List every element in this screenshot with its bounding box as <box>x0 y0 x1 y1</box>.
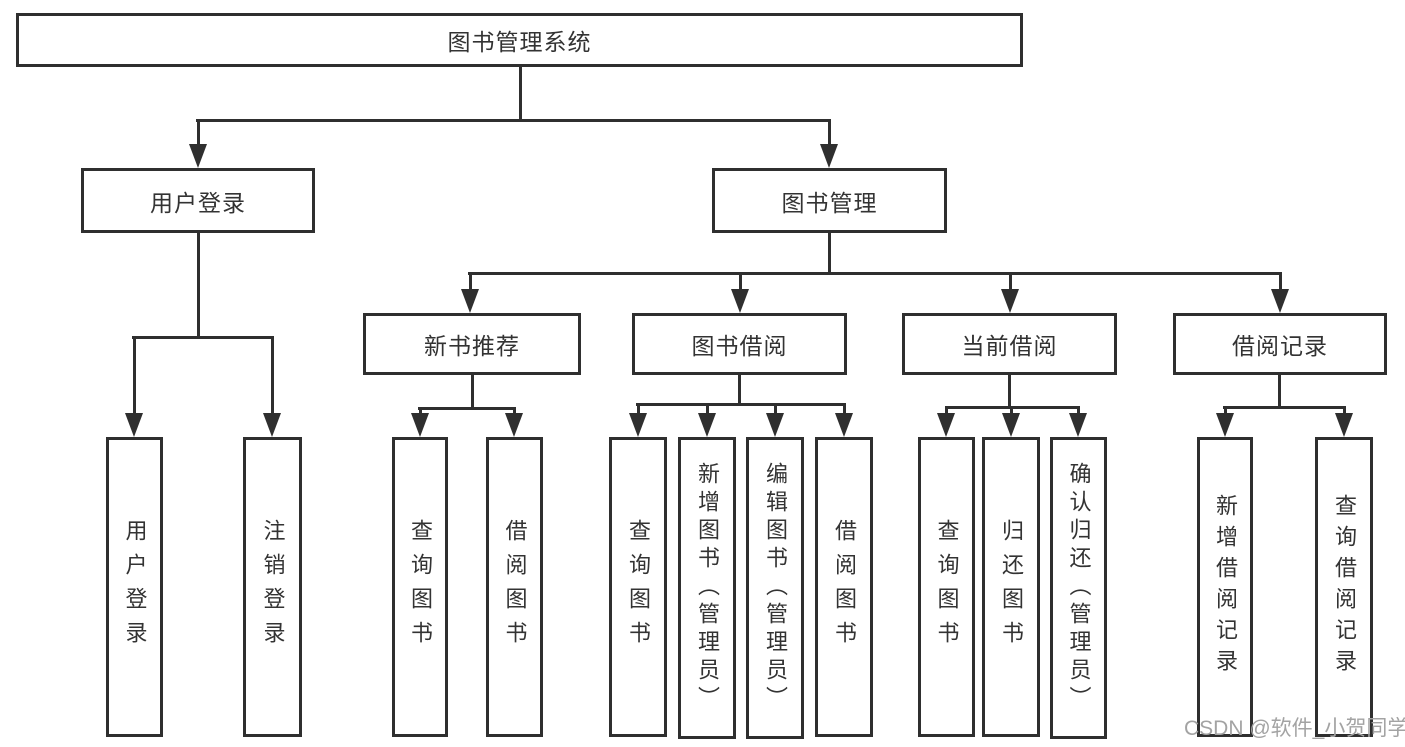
node-root-label: 图书管理系统 <box>447 29 592 55</box>
leaf-borrowing-borrow-books-label: 借阅图书 <box>832 519 857 655</box>
connector-to-borrowing-query <box>637 403 640 415</box>
leaf-recommend-query-books: 查询图书 <box>392 437 448 737</box>
connector-branch-level2 <box>196 119 831 122</box>
arrowhead-to-user-login <box>189 144 207 168</box>
leaf-confirm-return-admin: 确认归还（管理员） <box>1050 437 1107 739</box>
connector-to-new-book-recommend <box>469 272 472 290</box>
node-new-book-recommend: 新书推荐 <box>363 313 581 375</box>
leaf-logout-label: 注销登录 <box>260 519 286 655</box>
leaf-edit-books-admin: 编辑图书（管理员） <box>746 437 804 739</box>
leaf-recommend-borrow-books: 借阅图书 <box>486 437 543 737</box>
leaf-user-login: 用户登录 <box>106 437 163 737</box>
connector-recommend-stub <box>471 375 474 407</box>
connector-branch-borrowing <box>636 403 846 406</box>
connector-to-add-books <box>706 403 709 415</box>
arrowhead-to-borrowing-borrow <box>835 413 853 437</box>
node-book-borrowing-label: 图书借阅 <box>691 333 788 359</box>
leaf-borrowing-borrow-books: 借阅图书 <box>815 437 873 737</box>
connector-to-borrow-records <box>1279 272 1282 290</box>
node-root: 图书管理系统 <box>16 13 1023 67</box>
arrowhead-to-leaf-logout <box>263 413 281 437</box>
connector-branch-level3 <box>468 272 1282 275</box>
connector-root-stub <box>519 65 522 119</box>
connector-records-stub <box>1278 375 1281 406</box>
arrowhead-to-book-management <box>820 144 838 168</box>
arrowhead-to-current-borrowing <box>1001 289 1019 313</box>
leaf-recommend-query-books-label: 查询图书 <box>408 519 433 655</box>
leaf-edit-books-admin-label: 编辑图书（管理员） <box>763 462 788 714</box>
leaf-logout: 注销登录 <box>243 437 302 737</box>
node-borrow-records: 借阅记录 <box>1173 313 1387 375</box>
connector-to-confirm-return <box>1077 406 1080 415</box>
connector-to-user-login <box>197 119 200 147</box>
leaf-recommend-borrow-books-label: 借阅图书 <box>502 519 528 655</box>
arrowhead-to-leaf-user-login <box>125 413 143 437</box>
leaf-query-borrow-record-label: 查询借阅记录 <box>1332 494 1357 680</box>
connector-current-stub <box>1008 375 1011 406</box>
leaf-add-books-admin: 新增图书（管理员） <box>678 437 736 739</box>
node-current-borrowing-label: 当前借阅 <box>961 333 1058 359</box>
arrowhead-to-current-query <box>937 413 955 437</box>
leaf-add-books-admin-label: 新增图书（管理员） <box>695 462 720 714</box>
connector-to-edit-books <box>774 403 777 415</box>
connector-branch-records <box>1223 406 1346 409</box>
leaf-add-borrow-record: 新增借阅记录 <box>1197 437 1253 737</box>
connector-to-borrowing-borrow <box>843 403 846 415</box>
arrowhead-to-return-books <box>1002 413 1020 437</box>
node-user-login-label: 用户登录 <box>150 189 246 216</box>
leaf-user-login-label: 用户登录 <box>122 519 148 655</box>
connector-to-recommend-borrow <box>513 407 516 415</box>
connector-to-query-record <box>1343 406 1346 415</box>
node-user-login: 用户登录 <box>81 168 315 233</box>
connector-to-current-borrowing <box>1009 272 1012 290</box>
node-new-book-recommend-label: 新书推荐 <box>424 333 520 359</box>
node-book-management-label: 图书管理 <box>781 189 878 216</box>
leaf-current-query-books: 查询图书 <box>918 437 975 737</box>
arrowhead-to-book-borrowing <box>731 289 749 313</box>
connector-to-leaf-user-login <box>133 336 136 416</box>
connector-branch-recommend <box>418 407 516 410</box>
node-borrow-records-label: 借阅记录 <box>1232 333 1328 359</box>
leaf-return-books-label: 归还图书 <box>999 519 1024 655</box>
connector-branch-user-login <box>132 336 274 339</box>
arrowhead-to-query-record <box>1335 413 1353 437</box>
connector-to-current-query <box>945 406 948 415</box>
arrowhead-to-recommend-query <box>411 413 429 437</box>
connector-to-add-record <box>1224 406 1227 415</box>
leaf-confirm-return-admin-label: 确认归还（管理员） <box>1066 462 1092 714</box>
arrowhead-to-add-books <box>698 413 716 437</box>
csdn-watermark: CSDN @软件_小贺同学 <box>1184 717 1405 740</box>
connector-to-book-management <box>828 119 831 147</box>
arrowhead-to-add-record <box>1216 413 1234 437</box>
leaf-query-borrow-record: 查询借阅记录 <box>1315 437 1373 737</box>
connector-to-leaf-logout <box>271 336 274 416</box>
node-current-borrowing: 当前借阅 <box>902 313 1117 375</box>
connector-book-management-stub <box>828 233 831 272</box>
arrowhead-to-edit-books <box>766 413 784 437</box>
leaf-add-borrow-record-label: 新增借阅记录 <box>1213 494 1238 680</box>
arrowhead-to-recommend-borrow <box>505 413 523 437</box>
connector-to-book-borrowing <box>739 272 742 290</box>
connector-to-return-books <box>1010 406 1013 415</box>
node-book-management: 图书管理 <box>712 168 947 233</box>
leaf-borrowing-query-books: 查询图书 <box>609 437 667 737</box>
arrowhead-to-new-book-recommend <box>461 289 479 313</box>
arrowhead-to-confirm-return <box>1069 413 1087 437</box>
arrowhead-to-borrowing-query <box>629 413 647 437</box>
arrowhead-to-borrow-records <box>1271 289 1289 313</box>
node-book-borrowing: 图书借阅 <box>632 313 847 375</box>
leaf-current-query-books-label: 查询图书 <box>934 519 960 655</box>
connector-to-recommend-query <box>419 407 422 415</box>
leaf-return-books: 归还图书 <box>982 437 1040 737</box>
connector-user-login-stub <box>197 232 200 336</box>
leaf-borrowing-query-books-label: 查询图书 <box>626 519 651 655</box>
connector-borrowing-stub <box>738 375 741 403</box>
